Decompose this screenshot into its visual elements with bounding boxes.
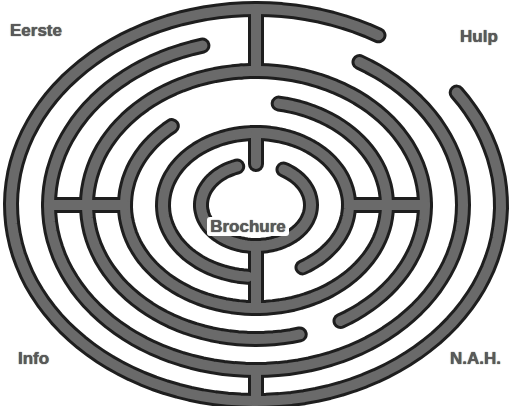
maze-wall-edge	[11, 9, 501, 401]
maze-wall	[251, 133, 261, 164]
maze-wall	[349, 200, 425, 210]
corner-word: Hulp	[460, 28, 498, 45]
maze-wall-edge	[49, 46, 463, 370]
maze-wall-edge	[248, 9, 264, 71]
maze-wall	[201, 167, 311, 247]
maze-wall	[251, 9, 261, 71]
corner-word: Info	[18, 350, 49, 367]
maze-wall-edge	[201, 167, 311, 247]
maze-wall	[251, 370, 261, 401]
corner-word: Eerste	[10, 22, 62, 39]
maze-wall	[49, 46, 463, 370]
maze-wall	[49, 200, 125, 210]
center-word: Brochure	[207, 217, 289, 236]
maze-wall	[11, 9, 501, 401]
maze-wall	[251, 246, 261, 308]
corner-word: N.A.H.	[450, 350, 501, 367]
